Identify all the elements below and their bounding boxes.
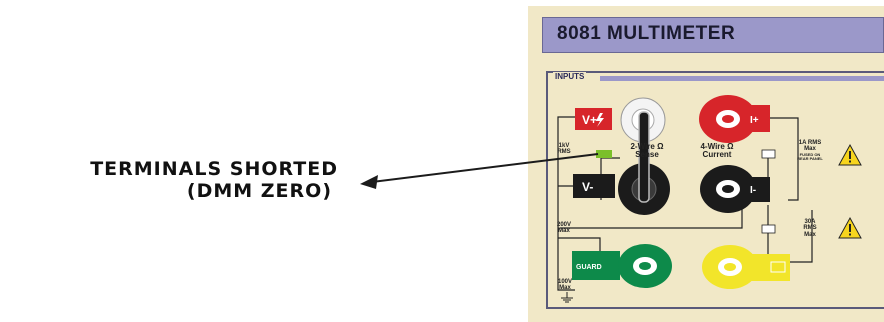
i-minus-label: I-: [750, 185, 756, 196]
one-amp-rating-label: 1A RMS Max: [798, 140, 822, 153]
thirty-amp-label: 30A RMS Max: [803, 219, 817, 238]
sense-link: [596, 150, 612, 158]
panel-title: 8081 MULTIMETER: [557, 23, 736, 44]
lightning-bolt-icon: [596, 113, 604, 127]
two-hundred-volt-label: 200V Max: [556, 222, 571, 235]
v-plus-label: V+: [582, 113, 597, 127]
terminal-v-plus: V+: [575, 108, 612, 130]
inputs-section: [546, 71, 884, 309]
inputs-label: INPUTS: [553, 72, 587, 81]
warning-triangle-icon: [838, 143, 862, 166]
warning-triangle-icon: [838, 216, 862, 239]
fuse-1: [761, 149, 776, 159]
inputs-divider: [600, 76, 884, 81]
guard-label: GUARD: [576, 264, 602, 271]
callout-text: TERMINALS SHORTED (DMM ZERO): [8, 158, 338, 202]
fused-rear-panel-label: FUSED ON REAR PANEL: [797, 152, 823, 162]
v-minus-label: V-: [582, 180, 593, 194]
terminal-yellow: [702, 245, 790, 289]
ground-icon: [561, 292, 573, 303]
callout-arrow: [360, 153, 599, 189]
panel-title-bar: 8081 MULTIMETER: [542, 17, 884, 53]
callout-line-1: TERMINALS SHORTED: [90, 158, 338, 180]
i-plus-label: I+: [750, 115, 759, 126]
callout-line-2: (DMM ZERO): [186, 180, 332, 202]
voltage-rating-label: 1kV RMS: [557, 143, 571, 156]
terminal-v-minus: V-: [573, 174, 615, 198]
two-wire-sense-label: 2-Wire Ω Sense: [630, 142, 664, 160]
fuse-2: [761, 224, 776, 234]
hundred-volt-label: 100V Max: [557, 279, 572, 292]
terminal-guard: GUARD: [572, 244, 672, 288]
terminal-i-plus: I+: [699, 95, 770, 143]
four-wire-current-label: 4-Wire Ω Current: [700, 142, 734, 160]
terminal-i-minus: I-: [700, 165, 770, 213]
shorting-wire: [638, 111, 650, 203]
